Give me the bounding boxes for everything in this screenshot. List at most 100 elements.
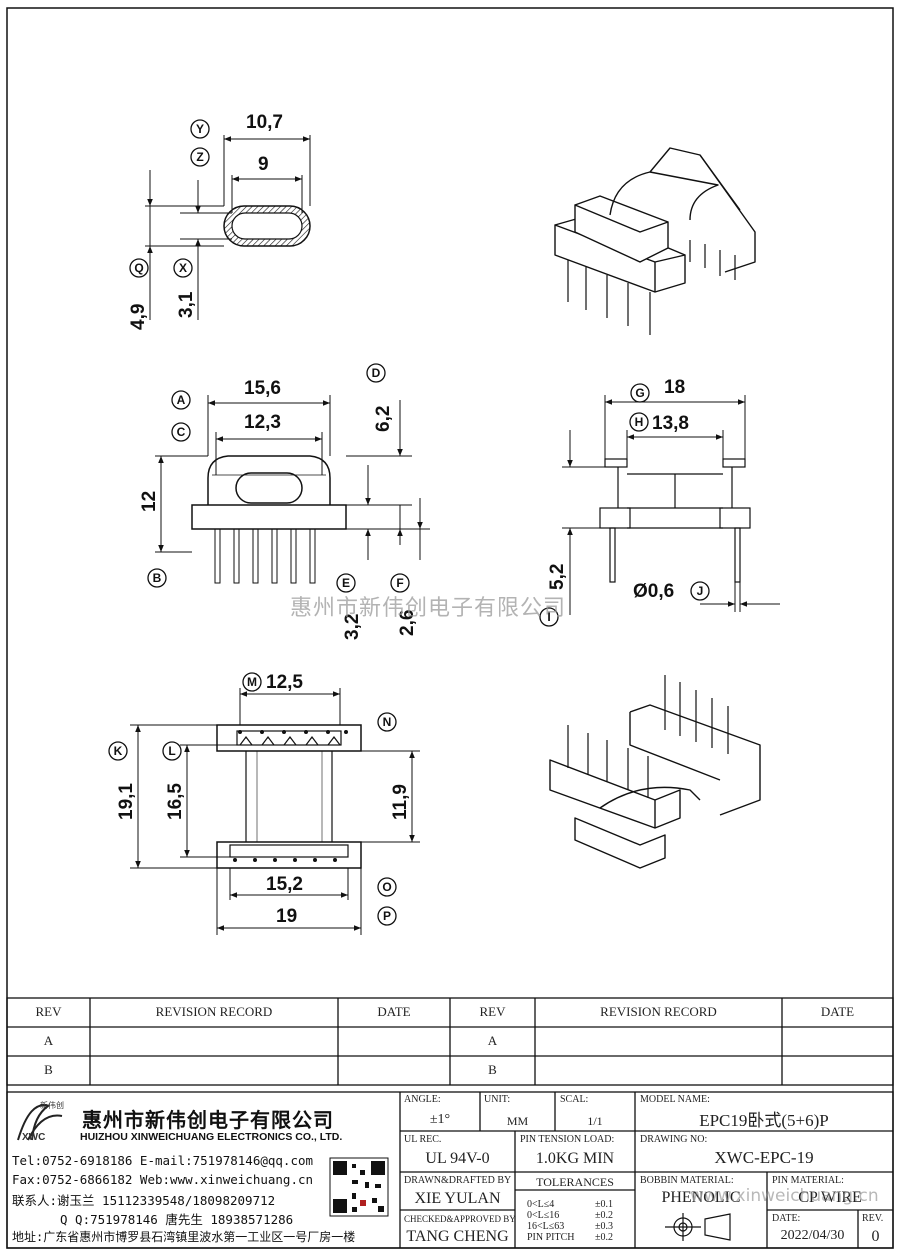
bubble-o: O [382,880,391,894]
checked-label: CHECKED&APPROVED BY [404,1214,516,1224]
dim-bottom-len-inner: 16,5 [165,783,186,820]
bubble-k: K [114,744,123,758]
tol-value-3: ±0.3 [595,1221,613,1232]
date-label: DATE: [772,1213,801,1224]
section-view [145,135,311,320]
pin-tension-value: 1.0KG MIN [535,1150,615,1167]
scale-value: 1/1 [587,1114,603,1128]
date-value: 2022/04/30 [780,1228,845,1243]
checked-value: TANG CHENG [406,1228,509,1245]
bubble-x: X [179,261,187,275]
title-block-grid [6,1091,894,1249]
bubble-j: J [697,584,704,598]
tol-value-2: ±0.2 [595,1210,613,1221]
tol-range-2: 0<L≤16 [527,1210,560,1221]
bottom-view [130,688,420,935]
rev-header-1: REV [35,1004,62,1019]
company-logo-icon [17,1104,63,1141]
dim-front-top: 6,2 [373,406,394,432]
rev-row-b-right: B [488,1062,497,1077]
watermark: 惠州市新伟创电子有限公司 [290,596,567,621]
bubble-h: H [635,415,644,429]
projection-symbol-icon [665,1213,731,1241]
company-tel: Tel:0752-6918186 E-mail:751978146@qq.com [12,1153,314,1168]
dim-bottom-pin-span: 12,5 [266,672,303,693]
bubble-a: A [177,393,186,407]
dim-side-width-outer: 18 [664,377,685,398]
company-fax: Fax:0752-6866182 Web:www.xinweichuang.cn [12,1172,314,1187]
bobbin-value: PHENOLIC [661,1189,741,1206]
side-view [562,395,780,615]
pin-material-label: PIN MATERIAL: [772,1175,844,1186]
unit-label: UNIT: [484,1094,511,1105]
rev-label: REV. [862,1213,884,1224]
bubble-q: Q [134,261,143,275]
rev-row-a-left: A [43,1033,54,1048]
revision-table-grid [6,997,894,1086]
dim-side-pin-dia: Ø0,6 [633,581,674,602]
dim-front-width-outer: 15,6 [244,378,281,399]
dim-top-height-inner: 3,1 [176,291,197,318]
dim-top-width-outer: 10,7 [246,112,283,133]
date-header-2: DATE [820,1004,855,1019]
bubble-i: I [547,610,550,624]
company-contact: 联系人:谢玉兰 15112339548/18098209712 [12,1193,276,1208]
pin-material-value: CP WIRE [798,1189,862,1206]
drawing-label: DRAWING NO: [640,1134,708,1145]
dim-side-width-inner: 13,8 [652,413,689,434]
dim-top-width-inner: 9 [258,154,269,175]
bubble-d: D [372,366,381,380]
bubble-l: L [168,744,175,758]
dim-bottom-winding: 11,9 [390,784,411,820]
bubble-y: Y [196,122,204,136]
company-name-en: HUIZHOU XINWEICHUANG ELECTRONICS CO., LT… [80,1131,343,1143]
model-label: MODEL NAME: [640,1094,710,1105]
rev-value: 0 [871,1228,880,1245]
dim-front-height: 12 [139,491,160,512]
company-name-cn: 惠州市新伟创电子有限公司 [82,1108,334,1132]
company-address: 地址:广东省惠州市博罗县石湾镇里波水第一工业区一号厂房一楼 [12,1230,356,1244]
company-qq: Q Q:751978146 唐先生 18938571286 [60,1212,294,1227]
dim-bottom-width-outer: 19 [276,906,297,927]
iso-view-bottom [549,675,761,869]
angle-label: ANGLE: [404,1094,441,1105]
drawn-value: XIE YULAN [414,1190,501,1207]
tol-range-1: 0<L≤4 [527,1199,555,1210]
angle-value: ±1° [429,1112,451,1127]
dim-top-height-outer: 4,9 [128,304,149,330]
ul-label: UL REC. [404,1134,442,1145]
dim-front-pin-f: 2,6 [397,610,418,636]
bubble-f: F [396,576,403,590]
tol-value-1: ±0.1 [595,1199,613,1210]
unit-value: MM [506,1114,529,1128]
bubble-m: M [247,675,257,689]
revision-record-header-2: REVISION RECORD [600,1004,717,1019]
bubble-labels [108,119,710,926]
tol-value-4: ±0.2 [595,1232,613,1243]
qr-code-icon [329,1157,389,1217]
drawn-label: DRAWN&DRAFTED BY [404,1175,512,1186]
bubble-e: E [342,576,350,590]
tolerances-label: TOLERANCES [536,1175,614,1189]
bubble-n: N [383,715,392,729]
tol-range-4: PIN PITCH [527,1232,575,1243]
model-value: EPC19卧式(5+6)P [699,1111,829,1130]
front-view [155,395,430,584]
rev-row-a-right: A [487,1033,498,1048]
bubble-z: Z [196,150,203,164]
iso-view-top [554,147,756,335]
tol-range-3: 16<L≤63 [527,1221,565,1232]
bubble-p: P [383,909,391,923]
scale-label: SCAL: [560,1094,589,1105]
rev-header-2: REV [479,1004,506,1019]
dim-front-width-inner: 12,3 [244,412,281,433]
bubble-g: G [635,386,644,400]
pin-tension-label: PIN TENSION LOAD: [520,1134,615,1145]
watermark-url: www.xinweichuang.cn [690,1186,879,1206]
rev-row-b-left: B [44,1062,53,1077]
bubble-b: B [153,571,162,585]
dim-bottom-len-outer: 19,1 [116,783,137,820]
logo-cn: 新伟创 [40,1101,64,1110]
dim-bottom-width-inner: 15,2 [266,874,303,895]
